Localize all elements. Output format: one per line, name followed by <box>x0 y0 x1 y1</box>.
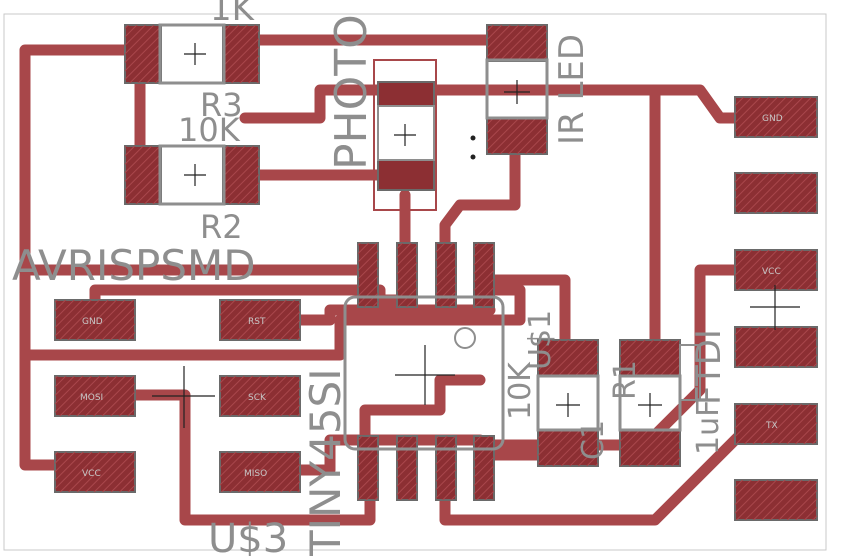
origin-crosses <box>152 43 800 428</box>
pad-label-ftdi-tx: TX <box>765 421 778 431</box>
pad-label-isp-rst: RST <box>248 317 266 327</box>
silkscreen-text: 1K R3 10K R2 PHOTO IR LED AVRISPSMD TINY… <box>12 0 729 556</box>
label-r2-value: 10K <box>178 111 241 149</box>
pad-label-isp-mosi: MOSI <box>80 393 103 403</box>
label-c1: C1 <box>576 420 611 460</box>
pad-label-ftdi-vcc: VCC <box>762 267 781 277</box>
label-10k: 10K <box>503 361 538 420</box>
pad-labels: GND RST MOSI SCK VCC MISO GND VCC TX <box>80 114 783 479</box>
pad-label-ftdi-gnd: GND <box>762 114 783 124</box>
label-r3-value: 1K <box>210 0 256 29</box>
pad-label-isp-gnd: GND <box>82 317 103 327</box>
label-1uf: 1uF <box>691 400 726 455</box>
label-photo: PHOTO <box>326 14 377 170</box>
pad-label-isp-vcc: VCC <box>82 469 101 479</box>
label-avrispsmd: AVRISPSMD <box>12 241 256 290</box>
label-ir-led: IR LED <box>552 34 592 145</box>
pad-label-isp-miso: MISO <box>244 469 267 479</box>
pad-label-isp-sck: SCK <box>248 393 267 403</box>
label-ftdi: FTDI <box>689 329 729 405</box>
label-u3: U$3 <box>208 516 288 556</box>
silkscreen-outlines <box>158 23 701 451</box>
board-outline <box>3 13 827 551</box>
label-r1: R1 <box>608 360 643 400</box>
label-r3-name: R3 <box>200 86 243 124</box>
label-tiny45: TINY45SI <box>301 368 350 556</box>
label-u1: U$1 <box>523 310 558 370</box>
label-r2-name: R2 <box>200 208 243 246</box>
pads <box>54 24 818 521</box>
